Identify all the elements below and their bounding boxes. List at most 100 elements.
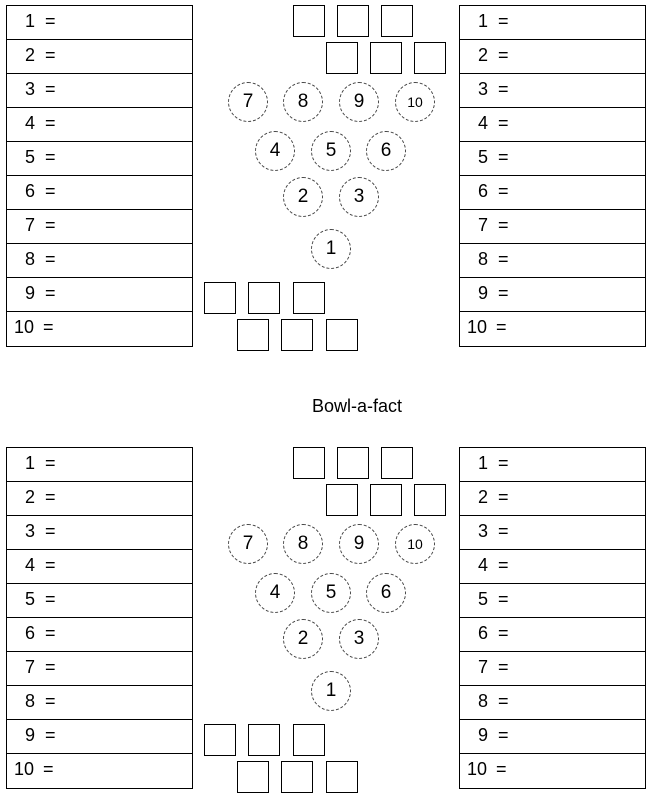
answer-row[interactable]: 2=: [460, 482, 645, 516]
answer-row[interactable]: 5=: [7, 584, 192, 618]
score-box[interactable]: [414, 484, 446, 516]
answer-row[interactable]: 8=: [460, 686, 645, 720]
score-box[interactable]: [326, 319, 358, 351]
bowling-pin-icon: 6: [366, 573, 406, 613]
bowling-pin-icon: 2: [283, 619, 323, 659]
score-box[interactable]: [370, 42, 402, 74]
row-number: 7: [478, 215, 489, 235]
answer-row[interactable]: 2=: [460, 40, 645, 74]
answer-row[interactable]: 2=: [7, 482, 192, 516]
bowling-pin-icon: 9: [339, 82, 379, 122]
answer-row[interactable]: 8=: [7, 686, 192, 720]
equals-sign: =: [496, 317, 507, 337]
equals-sign: =: [498, 589, 509, 609]
answer-row[interactable]: 9=: [460, 278, 645, 312]
answer-row[interactable]: 7=: [7, 652, 192, 686]
score-box[interactable]: [414, 42, 446, 74]
equals-sign: =: [498, 181, 509, 201]
row-number: 9: [25, 283, 36, 303]
answer-row[interactable]: 6=: [7, 176, 192, 210]
row-number: 10: [14, 317, 35, 337]
score-box[interactable]: [281, 761, 313, 793]
score-box[interactable]: [381, 447, 413, 479]
equals-sign: =: [498, 657, 509, 677]
row-number: 5: [478, 147, 489, 167]
bowling-pin-icon: 2: [283, 177, 323, 217]
answer-row[interactable]: 3=: [7, 74, 192, 108]
row-number: 10: [14, 759, 35, 779]
answer-row[interactable]: 4=: [7, 550, 192, 584]
score-box[interactable]: [293, 724, 325, 756]
score-box[interactable]: [370, 484, 402, 516]
answer-row[interactable]: 4=: [460, 550, 645, 584]
row-number: 3: [478, 521, 489, 541]
answer-row[interactable]: 3=: [7, 516, 192, 550]
score-box[interactable]: [326, 484, 358, 516]
answer-row[interactable]: 8=: [7, 244, 192, 278]
answer-row[interactable]: 7=: [7, 210, 192, 244]
answer-row[interactable]: 5=: [460, 584, 645, 618]
answer-row[interactable]: 6=: [7, 618, 192, 652]
score-box[interactable]: [326, 761, 358, 793]
answer-row[interactable]: 9=: [7, 278, 192, 312]
row-number: 5: [25, 589, 36, 609]
score-box[interactable]: [337, 447, 369, 479]
answer-row[interactable]: 8=: [460, 244, 645, 278]
answer-row[interactable]: 4=: [7, 108, 192, 142]
row-number: 6: [478, 181, 489, 201]
answer-row[interactable]: 4=: [460, 108, 645, 142]
row-number: 9: [25, 725, 36, 745]
score-box[interactable]: [204, 282, 236, 314]
equals-sign: =: [45, 249, 56, 269]
score-box[interactable]: [237, 761, 269, 793]
bowling-pin-icon: 6: [366, 131, 406, 171]
equals-sign: =: [498, 691, 509, 711]
answer-row[interactable]: 5=: [7, 142, 192, 176]
answer-row[interactable]: 2=: [7, 40, 192, 74]
score-box[interactable]: [293, 282, 325, 314]
answer-row[interactable]: 7=: [460, 652, 645, 686]
score-box[interactable]: [293, 5, 325, 37]
row-number: 1: [478, 11, 489, 31]
answer-row[interactable]: 1=: [460, 448, 645, 482]
equals-sign: =: [498, 725, 509, 745]
answer-row[interactable]: 10=: [7, 312, 192, 346]
answer-row[interactable]: 10=: [460, 754, 645, 788]
answer-table-left: 1= 2= 3= 4= 5= 6= 7= 8= 9= 10=: [6, 447, 193, 789]
pin-number: 3: [353, 186, 365, 207]
answer-row[interactable]: 1=: [460, 6, 645, 40]
row-number: 6: [25, 181, 36, 201]
score-box[interactable]: [204, 724, 236, 756]
row-number: 3: [478, 79, 489, 99]
answer-row[interactable]: 5=: [460, 142, 645, 176]
pin-number: 1: [325, 238, 337, 259]
equals-sign: =: [498, 249, 509, 269]
answer-row[interactable]: 6=: [460, 618, 645, 652]
equals-sign: =: [45, 555, 56, 575]
score-box[interactable]: [248, 724, 280, 756]
answer-row[interactable]: 1=: [7, 6, 192, 40]
equals-sign: =: [498, 147, 509, 167]
equals-sign: =: [45, 487, 56, 507]
equals-sign: =: [498, 45, 509, 65]
row-number: 9: [478, 283, 489, 303]
pin-number: 2: [297, 628, 309, 649]
answer-row[interactable]: 7=: [460, 210, 645, 244]
score-box[interactable]: [326, 42, 358, 74]
answer-row[interactable]: 9=: [460, 720, 645, 754]
equals-sign: =: [45, 215, 56, 235]
score-box[interactable]: [337, 5, 369, 37]
score-box[interactable]: [281, 319, 313, 351]
score-box[interactable]: [293, 447, 325, 479]
answer-row[interactable]: 6=: [460, 176, 645, 210]
answer-row[interactable]: 3=: [460, 74, 645, 108]
answer-row[interactable]: 10=: [460, 312, 645, 346]
score-box[interactable]: [237, 319, 269, 351]
score-box[interactable]: [381, 5, 413, 37]
answer-row[interactable]: 3=: [460, 516, 645, 550]
score-box[interactable]: [248, 282, 280, 314]
answer-row[interactable]: 1=: [7, 448, 192, 482]
answer-row[interactable]: 10=: [7, 754, 192, 788]
pin-number: 10: [407, 536, 423, 552]
answer-row[interactable]: 9=: [7, 720, 192, 754]
